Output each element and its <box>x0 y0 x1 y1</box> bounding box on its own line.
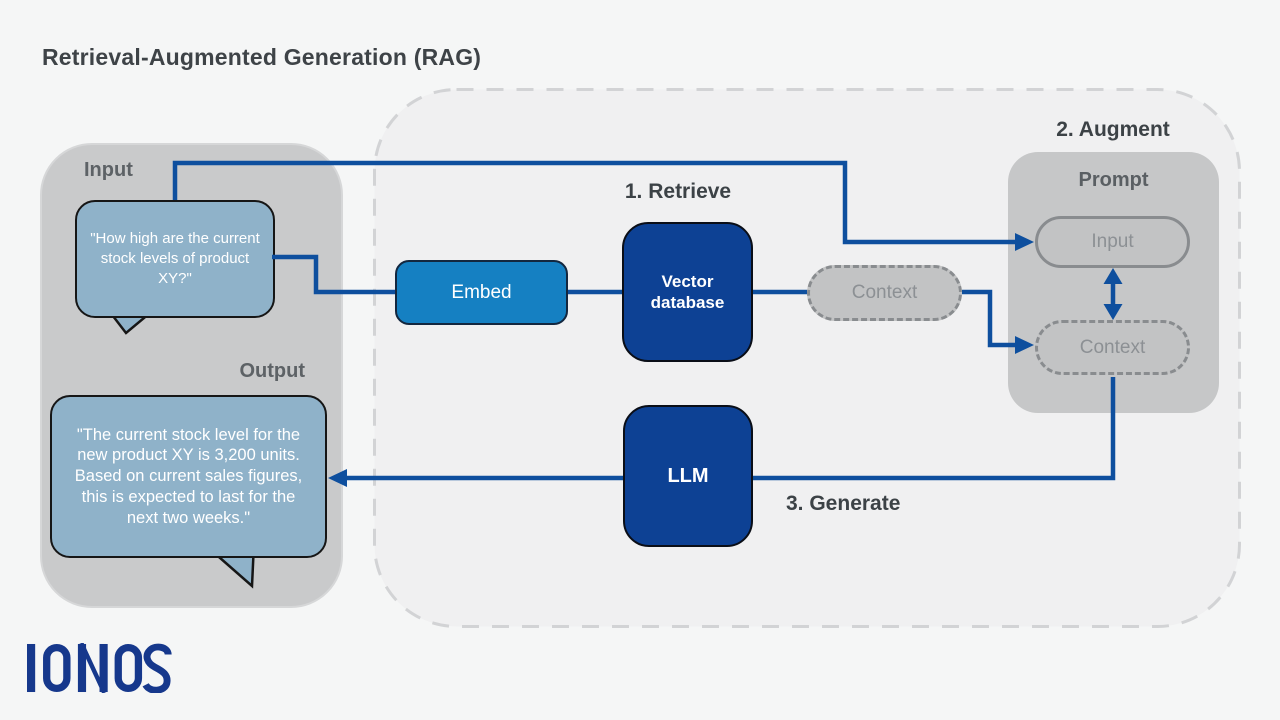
logo-letter-i <box>27 643 36 693</box>
prompt-input-node: Input <box>1035 216 1190 268</box>
step-retrieve-label: 1. Retrieve <box>624 180 732 203</box>
prompt-context-label: Context <box>1079 336 1146 358</box>
llm-node-label: LLM <box>667 464 709 487</box>
prompt-context-node: Context <box>1035 320 1190 375</box>
retrieved-context-label: Context <box>851 282 918 303</box>
step-augment-label: 2. Augment <box>1056 118 1170 141</box>
llm-node: LLM <box>623 405 753 547</box>
ionos-logo: IONOS <box>27 642 173 694</box>
logo-letter-s <box>142 643 172 694</box>
logo-letter-o1 <box>43 643 71 693</box>
vector-database-node: Vector database <box>622 222 753 362</box>
logo-letter-n-diagonal <box>79 642 107 694</box>
ionos-logo-mark <box>27 642 172 694</box>
output-speech-bubble: "The current stock level for the new pro… <box>50 395 327 558</box>
output-label: Output <box>239 360 305 382</box>
step-generate-label: 3. Generate <box>786 492 901 515</box>
input-speech-bubble: "How high are the current stock levels o… <box>75 200 275 318</box>
page-title: Retrieval-Augmented Generation (RAG) <box>42 44 482 70</box>
embed-node: Embed <box>395 260 568 325</box>
logo-letter-n-left <box>77 643 87 693</box>
prompt-group: Prompt Input Context <box>1008 152 1219 413</box>
prompt-input-label: Input <box>1091 231 1134 252</box>
retrieved-context-node: Context <box>807 265 962 321</box>
logo-letter-o2 <box>114 643 143 693</box>
logo-letter-n-right <box>99 643 108 693</box>
embed-node-label: Embed <box>451 281 512 303</box>
vector-database-label: Vector database <box>650 271 725 312</box>
output-bubble-text: "The current stock level for the new pro… <box>74 425 303 527</box>
input-bubble-text: "How high are the current stock levels o… <box>90 229 260 288</box>
prompt-label: Prompt <box>1078 169 1149 191</box>
input-label: Input <box>84 159 133 181</box>
